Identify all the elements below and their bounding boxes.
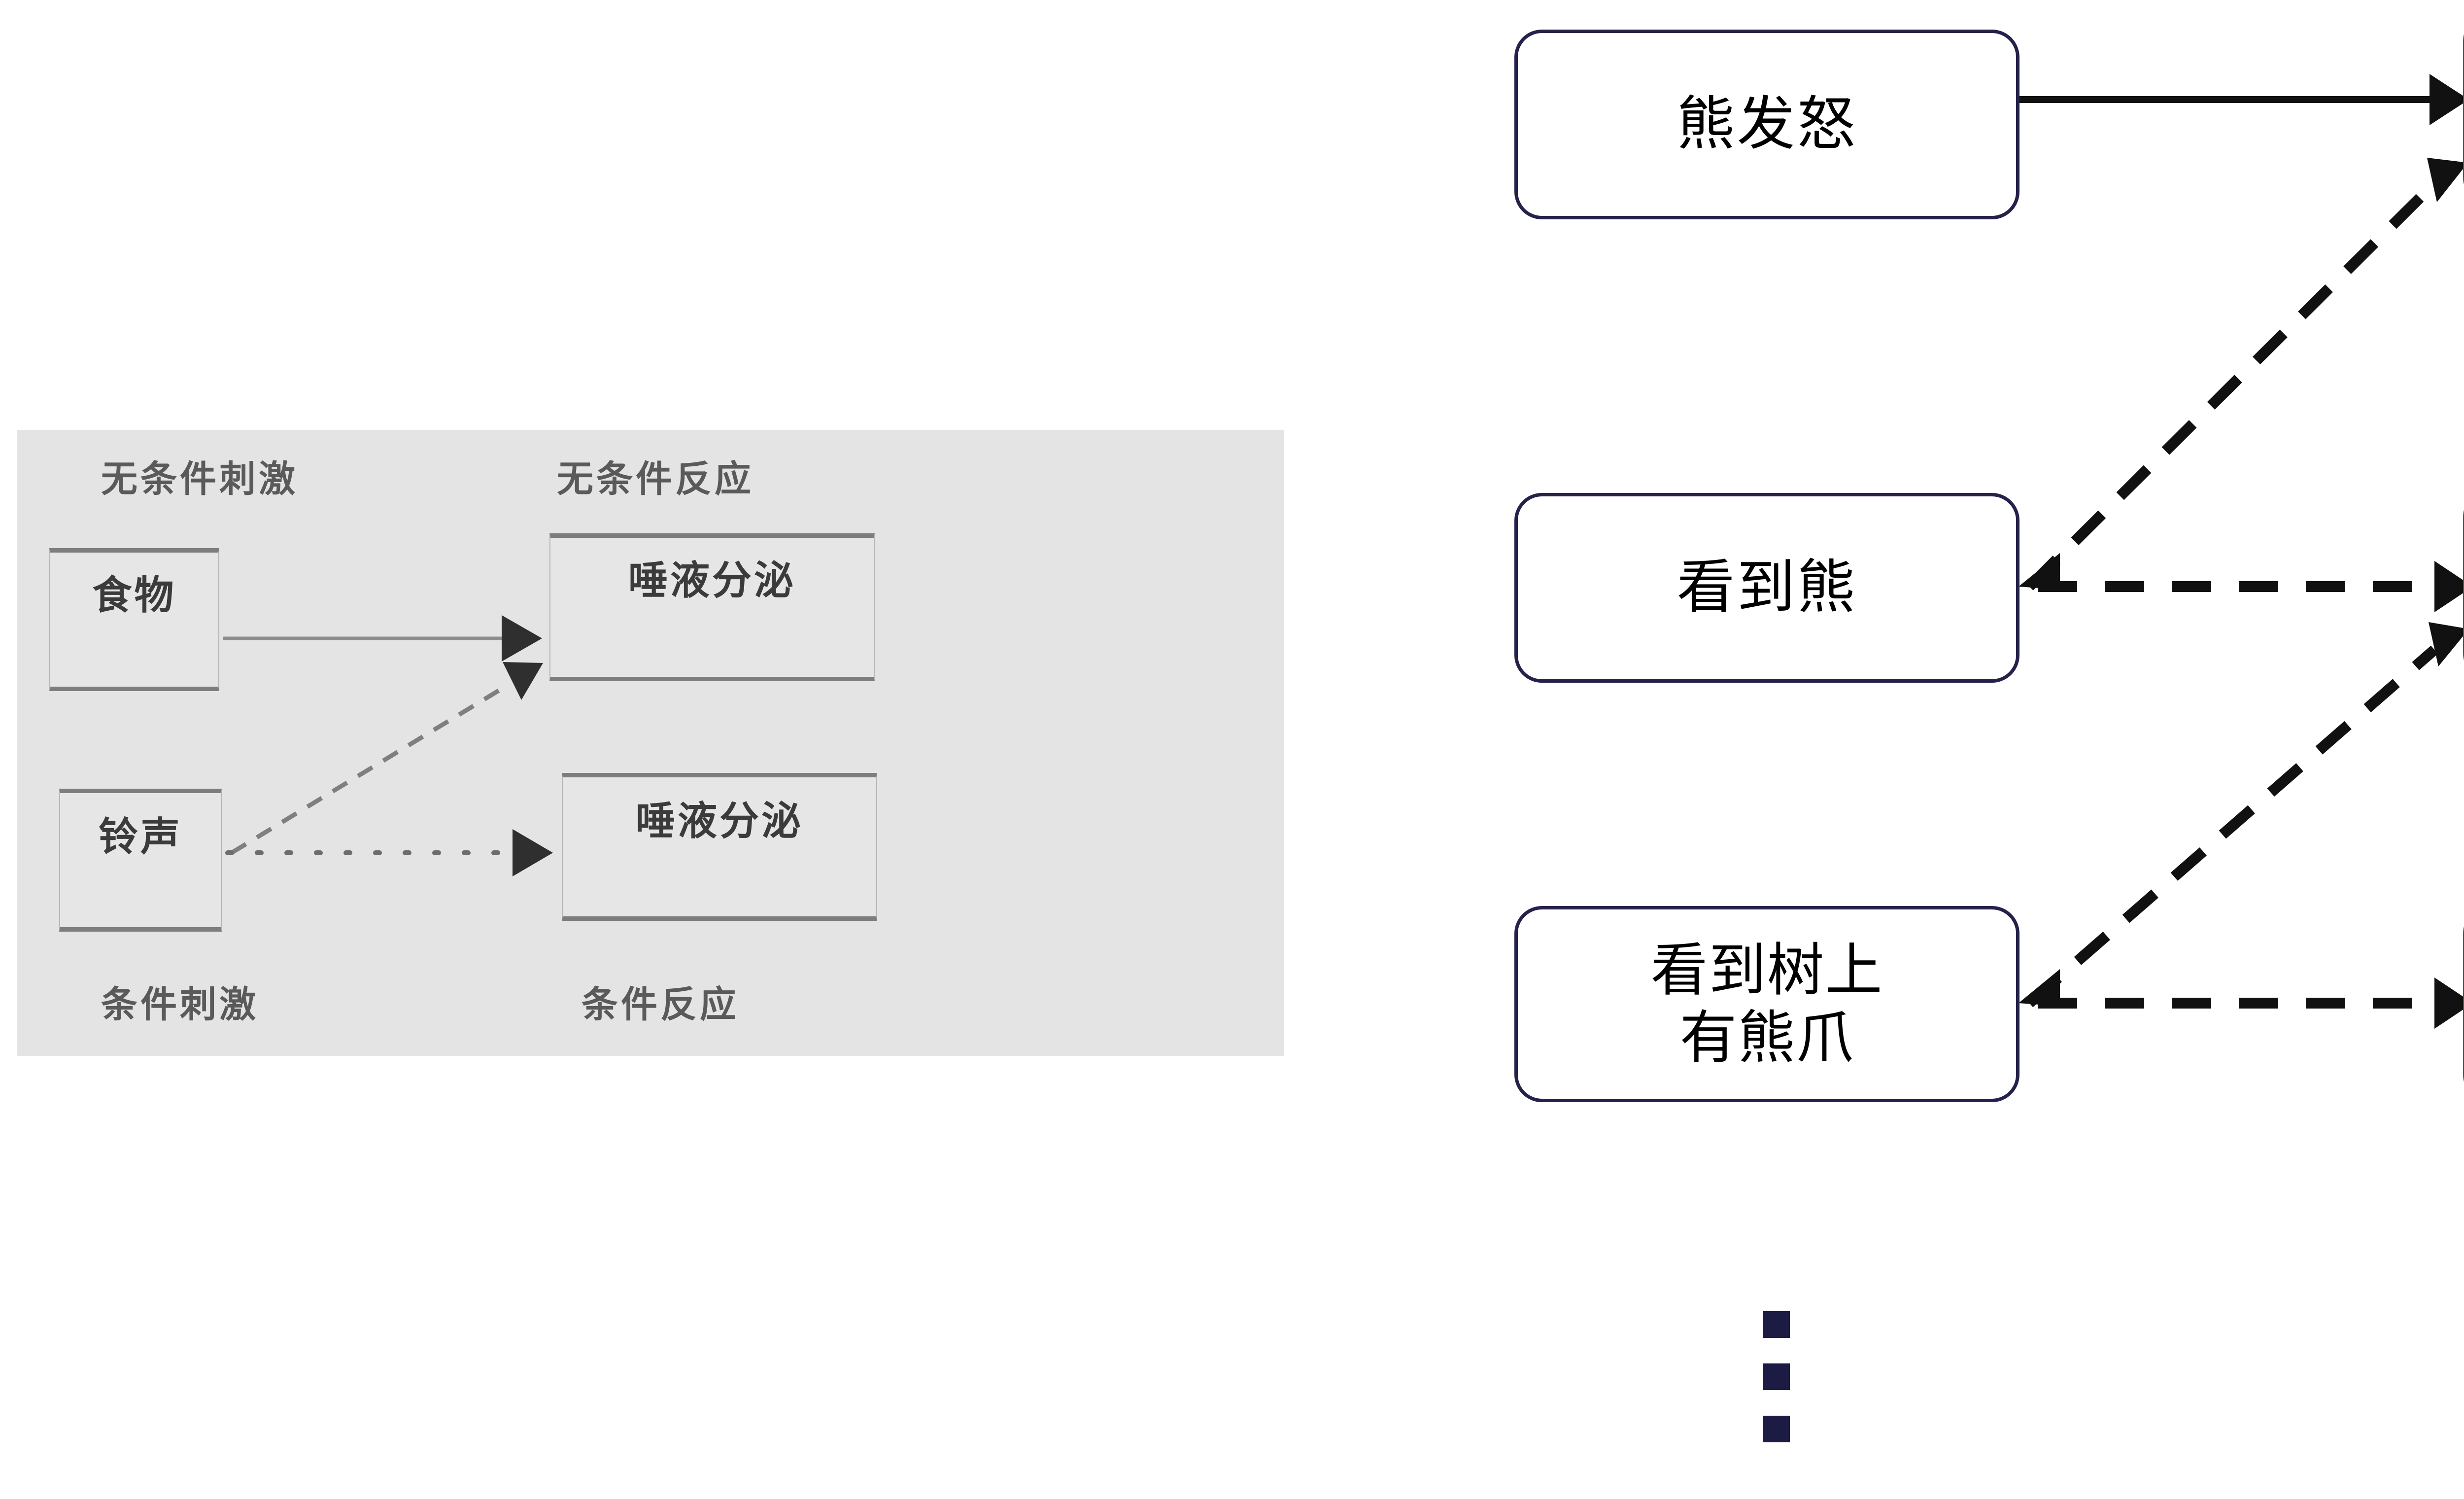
pavlov-box-bell: 铃声	[59, 789, 222, 932]
label-conditioned-stimulus: 条件刺激	[101, 984, 259, 1025]
rl-node-bear-angry: 熊发怒	[1514, 30, 2019, 219]
label-unconditioned-stimulus: 无条件刺激	[101, 458, 298, 499]
rl-node-see-claw: 看到树上 有熊爪	[1514, 906, 2019, 1102]
pavlov-conditioning-panel	[17, 430, 1284, 1056]
rl-node-see-claw-line2: 有熊爪	[1679, 1006, 1854, 1070]
pavlov-box-salivation-conditioned: 唾液分泌	[562, 773, 877, 921]
label-unconditioned-response: 无条件反应	[557, 458, 754, 499]
ellipsis-dot	[1763, 1363, 1790, 1390]
rl-edge-see-bear-to-reward	[2025, 158, 2464, 591]
ellipsis-left-column	[1763, 1311, 1790, 1468]
label-conditioned-response: 条件反应	[582, 984, 739, 1025]
ellipsis-dot	[1763, 1311, 1790, 1338]
rl-edge-see-bear-to-v-s-prime	[2019, 553, 2464, 612]
rl-edge-bear-angry-to-reward	[2019, 74, 2464, 125]
rl-edge-see-claw-to-v-s	[2019, 969, 2464, 1029]
rl-node-see-bear: 看到熊	[1514, 493, 2019, 683]
pavlov-box-salivation-unconditioned: 唾液分泌	[549, 533, 875, 681]
rl-node-see-claw-line1: 看到树上	[1650, 938, 1883, 1003]
rl-edge-see-claw-to-v-s-prime	[2025, 622, 2464, 1008]
pavlov-box-food: 食物	[49, 548, 219, 691]
ellipsis-dot	[1763, 1416, 1790, 1442]
